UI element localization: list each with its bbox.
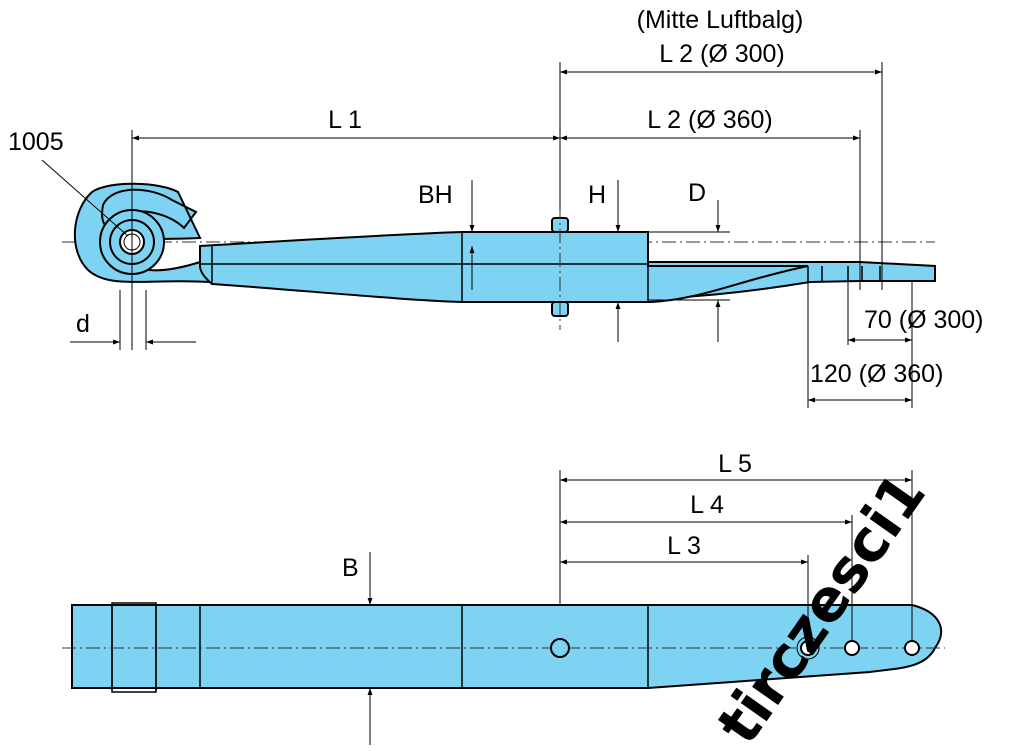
label-bh: BH	[418, 181, 453, 209]
label-l1: L 1	[328, 106, 362, 134]
side-view: (Mitte Luftbalg) L 2 (Ø 300) L 1 L 2 (Ø …	[8, 6, 984, 408]
label-d-lower: d	[76, 310, 90, 338]
hole-l5	[904, 640, 920, 656]
label-b: B	[342, 554, 359, 582]
hole-l3	[800, 640, 816, 656]
top-view: L 5 L 4 L 3 B	[62, 450, 945, 745]
hole-l4	[844, 640, 860, 656]
label-part-number: 1005	[8, 128, 64, 156]
label-120: 120 (Ø 360)	[810, 360, 943, 388]
label-l2-300: L 2 (Ø 300)	[659, 40, 785, 68]
label-l3: L 3	[667, 532, 701, 560]
part-number-leader	[41, 159, 129, 237]
label-d-upper: D	[688, 179, 706, 207]
label-mitte-luftbalg: (Mitte Luftbalg)	[637, 6, 804, 34]
label-l5: L 5	[718, 450, 752, 478]
center-bolt-hole	[550, 638, 570, 658]
label-70: 70 (Ø 300)	[864, 306, 984, 334]
label-h: H	[588, 181, 606, 209]
spring-pack	[199, 231, 809, 303]
label-l4: L 4	[690, 491, 724, 519]
label-l2-360: L 2 (Ø 360)	[647, 106, 773, 134]
